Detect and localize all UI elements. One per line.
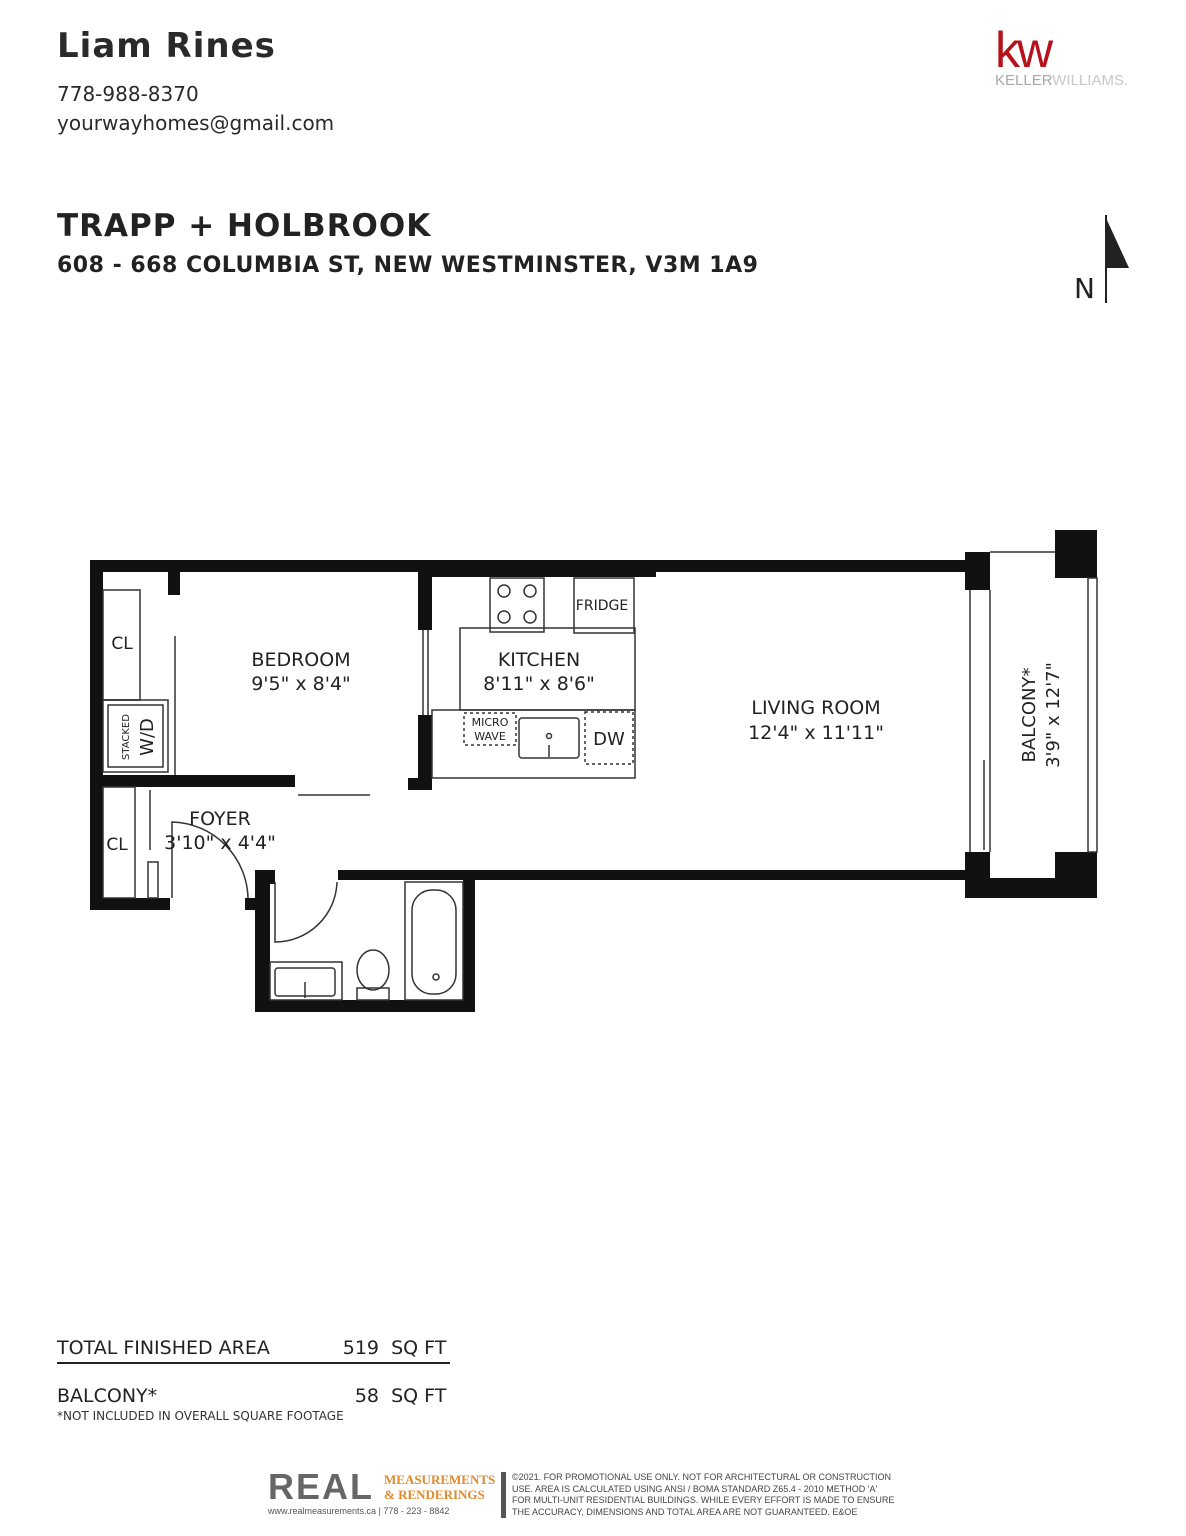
total-area-unit: SQ FT xyxy=(391,1337,447,1359)
logo-name-bold: KELLER xyxy=(995,72,1053,89)
balcony-area-unit: SQ FT xyxy=(391,1385,447,1407)
total-area-label: TOTAL FINISHED AREA xyxy=(57,1337,270,1359)
logo-line1: MEASUREMENTS xyxy=(384,1472,496,1487)
stacked-label: STACKED xyxy=(121,714,132,760)
washer-dryer-label: W/D xyxy=(137,718,158,756)
fixtures-lines xyxy=(102,551,1098,1001)
agent-name: Liam Rines xyxy=(57,26,276,66)
kitchen-dims: 8'11" x 8'6" xyxy=(483,673,595,695)
balcony-name: BALCONY* xyxy=(1019,668,1040,763)
balcony-area-label: BALCONY* xyxy=(57,1385,158,1407)
living-room-name: LIVING ROOM xyxy=(751,697,880,719)
fridge-label: FRIDGE xyxy=(576,598,628,614)
disclaimer-line: ©2021. FOR PROMOTIONAL USE ONLY. NOT FOR… xyxy=(512,1472,892,1482)
microwave-label: MICRO xyxy=(472,716,509,729)
dishwasher-label: DW xyxy=(593,729,625,750)
microwave-label: WAVE xyxy=(474,730,506,743)
disclaimer-line: THE ACCURACY, DIMENSIONS AND TOTAL AREA … xyxy=(512,1506,858,1517)
logo-name-light: WILLIAMS. xyxy=(1052,72,1129,89)
floor-plan: N xyxy=(90,215,1129,1012)
foyer-name: FOYER xyxy=(189,808,251,830)
real-measurements-logo: REAL MEASUREMENTS & RENDERINGS www.realm… xyxy=(268,1466,496,1517)
disclaimer: ©2021. FOR PROMOTIONAL USE ONLY. NOT FOR… xyxy=(501,1472,894,1518)
balcony-dims: 3'9" x 12'7" xyxy=(1043,662,1064,768)
disclaimer-line: FOR MULTI-UNIT RESIDENTIAL BUILDINGS. WH… xyxy=(512,1495,895,1505)
kw-logo-mark: kw xyxy=(995,22,1053,78)
balcony-area-value: 58 xyxy=(354,1385,379,1407)
agent-email: yourwayhomes@gmail.com xyxy=(57,111,335,135)
bedroom-name: BEDROOM xyxy=(251,649,350,671)
walls xyxy=(90,530,1097,1012)
foyer-dims: 3'10" x 4'4" xyxy=(164,832,276,854)
disclaimer-line: USE. AREA IS CALCULATED USING ANSI / BOM… xyxy=(512,1483,878,1494)
closet-label: CL xyxy=(111,634,133,654)
real-logo-text: REAL xyxy=(268,1466,374,1507)
property-address: 608 - 668 COLUMBIA ST, NEW WESTMINSTER, … xyxy=(57,253,759,278)
room-labels: BEDROOM 9'5" x 8'4" KITCHEN 8'11" x 8'6"… xyxy=(106,598,1064,855)
closet-label: CL xyxy=(106,835,128,855)
kitchen-name: KITCHEN xyxy=(498,649,580,671)
balcony-note: *NOT INCLUDED IN OVERALL SQUARE FOOTAGE xyxy=(57,1409,344,1423)
total-area-value: 519 xyxy=(342,1337,379,1359)
logo-line2: & RENDERINGS xyxy=(384,1487,485,1502)
keller-williams-logo: kw KELLERWILLIAMS. xyxy=(995,22,1129,89)
footer-contact: www.realmeasurements.ca | 778 - 223 - 88… xyxy=(268,1506,450,1516)
agent-phone: 778-988-8370 xyxy=(57,82,199,106)
compass-label: N xyxy=(1074,272,1095,305)
balcony-area-row: BALCONY* 58 SQ FT xyxy=(57,1385,446,1407)
bedroom-dims: 9'5" x 8'4" xyxy=(251,673,351,695)
total-area-row: TOTAL FINISHED AREA 519 SQ FT xyxy=(57,1337,450,1364)
north-arrow-icon: N xyxy=(1074,215,1129,305)
building-name: TRAPP + HOLBROOK xyxy=(57,208,432,244)
living-room-dims: 12'4" x 11'11" xyxy=(748,722,884,744)
